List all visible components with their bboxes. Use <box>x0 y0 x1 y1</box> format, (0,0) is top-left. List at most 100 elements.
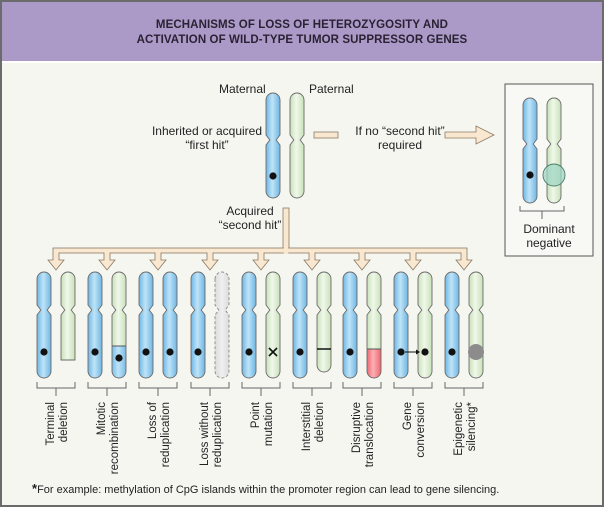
mechanism-bracket <box>36 382 76 396</box>
mechanism-epigenetic-silencing <box>444 271 484 396</box>
mechanism-label-line1: Disruptive <box>351 402 363 453</box>
gene-locus-dot <box>142 348 150 356</box>
gene-locus-dot <box>296 348 304 356</box>
branch-arrowhead-epigenetic-silencing <box>455 252 473 271</box>
title-line-2: ACTIVATION OF WILD-TYPE TUMOR SUPPRESSOR… <box>136 34 468 46</box>
maternal-chromosome <box>265 92 281 199</box>
branch-arrowhead-loss-of-reduplication <box>149 252 167 271</box>
gene-locus-dot <box>91 348 99 356</box>
paternal-chromosome-interstitial-deletion <box>316 271 332 373</box>
branch-arrowhead-mitotic-recombination <box>98 252 116 271</box>
mechanism-label-line1: Gene <box>402 402 414 430</box>
paternal-chromosome-mutated <box>265 271 281 379</box>
paternal-chromosome-translocated <box>366 271 382 379</box>
mechanism-label-line1: Loss without <box>199 401 211 466</box>
second-hit-branch-arrow <box>47 207 473 271</box>
chromosome-layer <box>36 92 566 396</box>
mechanism-gene-conversion <box>393 271 433 396</box>
gene-locus-dot <box>421 348 429 356</box>
branch-joint <box>283 246 289 254</box>
gene-locus-dot <box>397 348 405 356</box>
point-mutation-x-icon <box>268 347 278 357</box>
second-hit-label-line2: “second hit” <box>219 218 282 232</box>
paternal-chromosome-silenced <box>468 271 484 379</box>
mechanism-bracket <box>190 382 230 396</box>
paternal-chromosome-converted <box>405 271 433 379</box>
maternal-chromosome <box>342 271 358 379</box>
mechanism-label-line2: mutation <box>263 402 275 446</box>
translocated-segment <box>367 349 381 378</box>
header-banner: MECHANISMS OF LOSS OF HETEROZYGOSITY AND… <box>2 2 602 63</box>
first-hit-label-line1: Inherited or acquired <box>152 124 262 138</box>
recombined-maternal-segment <box>112 346 126 378</box>
mechanism-bracket <box>138 382 178 396</box>
dominant-negative-maternal-chromosome <box>522 97 538 204</box>
mechanism-disruptive-translocation <box>342 271 382 396</box>
title-line-1: MECHANISMS OF LOSS OF HETEROZYGOSITY AND <box>155 19 449 31</box>
maternal-chromosome <box>241 271 257 379</box>
branch-arrowhead-point-mutation <box>252 252 270 271</box>
mechanism-label-line2: reduplication <box>212 402 224 467</box>
branch-arrowhead-disruptive-translocation <box>353 252 371 271</box>
branch-arrowhead-interstitial-deletion <box>303 252 321 271</box>
reduplicated-maternal-chromosome <box>162 271 178 379</box>
paternal-chromosome <box>289 92 305 199</box>
mechanism-label-line2: translocation <box>364 402 376 467</box>
dominant-negative-label-line1: Dominant <box>523 222 575 236</box>
mechanism-bracket <box>87 382 127 396</box>
gene-locus-dot <box>194 348 202 356</box>
mechanism-bracket <box>241 382 281 396</box>
maternal-chromosome <box>87 271 103 379</box>
mechanism-loss-without-reduplication <box>190 271 230 396</box>
paternal-chromosome-deleted <box>60 271 76 361</box>
maternal-chromosome <box>36 271 52 379</box>
mechanism-loss-of-reduplication <box>138 271 178 396</box>
mechanism-label-line2: silencing* <box>466 401 478 451</box>
mechanism-label-line1: Interstitial <box>301 402 313 451</box>
mechanism-label-line2: deletion <box>314 402 326 442</box>
mechanism-label-line1: Terminal <box>45 402 57 445</box>
footnote-text: For example: methylation of CpG islands … <box>37 484 500 496</box>
gene-locus-dot <box>40 348 48 356</box>
mechanism-label-line1: Mitotic <box>96 402 108 435</box>
mechanism-label-line2: conversion <box>415 402 427 458</box>
mechanism-point-mutation <box>241 271 281 396</box>
mechanism-mitotic-recombination <box>87 271 127 396</box>
gene-locus-dot <box>346 348 354 356</box>
paternal-label: Paternal <box>309 82 354 96</box>
mechanism-label-line2: reduplication <box>160 402 172 467</box>
gene-locus-dot <box>115 354 123 362</box>
branch-bar <box>52 247 468 254</box>
gene-locus-dot <box>166 348 174 356</box>
dominant-negative-paternal-chromosome <box>542 97 566 204</box>
branch-arrowhead-gene-conversion <box>404 252 422 271</box>
second-hit-label-line1: Acquired <box>226 204 273 218</box>
maternal-chromosome <box>444 271 460 379</box>
maternal-chromosome <box>138 271 154 379</box>
footnote-star: * <box>32 481 38 496</box>
branch-arrowhead-loss-without-reduplication <box>201 252 219 271</box>
dominant-negative-bracket <box>519 206 565 219</box>
first-hit-label-line2: “first hit” <box>185 138 228 152</box>
dominant-negative-protein-circle <box>542 163 566 187</box>
mechanism-bracket <box>292 382 332 396</box>
conversion-arrowhead-icon <box>416 349 420 355</box>
mechanism-bracket <box>444 382 484 396</box>
maternal-chromosome <box>393 271 409 379</box>
maternal-label: Maternal <box>219 82 266 96</box>
mechanism-bracket <box>393 382 433 396</box>
maternal-chromosome <box>292 271 308 379</box>
no-second-hit-label-line2: required <box>378 138 422 152</box>
paternal-chromosome-recombined <box>111 271 127 379</box>
gene-locus-dot <box>526 171 534 179</box>
mechanism-label-line1: Point <box>250 401 262 428</box>
lost-paternal-chromosome <box>214 271 230 379</box>
footnote: *For example: methylation of CpG islands… <box>32 481 499 496</box>
no-second-hit-label-line1: If no “second hit” <box>355 124 444 138</box>
methylation-silencing-dot <box>468 344 484 360</box>
dominant-negative-label-line2: negative <box>526 236 572 250</box>
gene-locus-dot <box>245 348 253 356</box>
